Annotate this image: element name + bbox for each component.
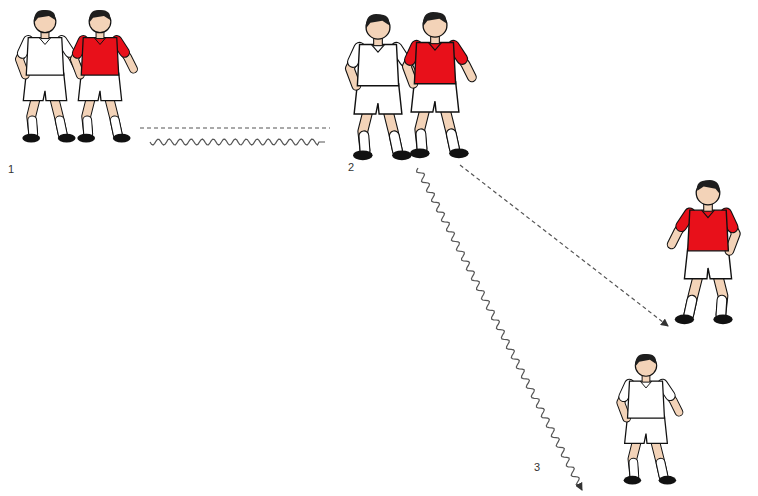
pass-line <box>140 127 330 128</box>
dribble-line <box>417 168 582 490</box>
player-figure <box>407 12 472 158</box>
figure-part <box>60 120 63 134</box>
figure-part <box>31 97 36 135</box>
figure-part <box>697 180 720 194</box>
figure-part <box>117 42 134 70</box>
figure-part <box>364 136 365 151</box>
player-figure <box>19 10 78 143</box>
player-figure <box>672 180 736 324</box>
figure-part <box>366 14 389 28</box>
figure-part <box>58 134 76 143</box>
figure-part <box>628 381 665 418</box>
figure-part <box>388 110 398 151</box>
figure-part <box>661 463 664 477</box>
figure-part <box>26 38 63 75</box>
figure-part <box>87 120 88 134</box>
callout-number: 2 <box>348 162 354 173</box>
figure-part <box>354 84 402 114</box>
figure-part <box>411 82 459 112</box>
figure-part <box>713 315 732 325</box>
figure-part <box>394 136 397 151</box>
figure-part <box>672 214 690 244</box>
figure-part <box>363 110 368 151</box>
figure-part <box>689 274 699 315</box>
figure-part <box>22 134 40 143</box>
figure-part <box>445 108 455 149</box>
figure-part <box>663 385 680 412</box>
figure-part <box>689 274 699 315</box>
figure-part <box>77 134 95 143</box>
figure-part <box>625 416 668 443</box>
figure-part <box>420 108 425 149</box>
figure-part <box>451 134 454 149</box>
figure-part <box>451 134 454 149</box>
figure-part <box>81 38 118 75</box>
figure-part <box>89 10 110 23</box>
figure-part <box>32 120 33 134</box>
figure-part <box>423 12 446 26</box>
figure-part <box>60 120 63 134</box>
figure-part <box>689 300 692 315</box>
figure-part <box>86 97 91 135</box>
figure-part <box>115 120 118 134</box>
figure-part <box>672 214 690 244</box>
figure-part <box>689 300 692 315</box>
figure-part <box>632 439 637 476</box>
figure-part <box>109 97 118 135</box>
figure-part <box>54 97 63 135</box>
figure-part <box>632 439 637 476</box>
player-figure <box>74 10 133 143</box>
figure-part <box>87 120 88 134</box>
figure-part <box>414 43 455 84</box>
figure-part <box>78 73 121 101</box>
figure-part <box>32 120 33 134</box>
dribble-line <box>150 139 325 145</box>
figure-part <box>624 476 641 485</box>
figure-part <box>364 136 365 151</box>
figure-part <box>86 97 91 135</box>
figure-part <box>421 134 422 149</box>
player-figure <box>350 14 415 160</box>
figure-part <box>661 463 664 477</box>
figure-part <box>54 97 63 135</box>
figure-part <box>684 249 731 279</box>
figure-part <box>113 134 131 143</box>
figure-part <box>655 439 664 476</box>
figure-part <box>363 110 368 151</box>
figure-part <box>635 354 656 367</box>
figure-part <box>718 274 723 315</box>
figure-part <box>449 148 469 158</box>
figure-part <box>655 439 664 476</box>
figure-part <box>675 315 694 325</box>
figure-part <box>357 45 398 86</box>
figure-part <box>721 300 722 315</box>
figure-part <box>34 10 55 23</box>
figure-part <box>421 134 422 149</box>
figure-part <box>630 463 639 477</box>
callout-number: 3 <box>534 462 540 473</box>
player-figure <box>621 354 679 485</box>
figure-part <box>23 73 66 101</box>
figure-part <box>629 463 640 477</box>
figure-part <box>109 97 118 135</box>
figure-part <box>117 42 134 70</box>
figure-part <box>445 108 455 149</box>
callout-number: 1 <box>8 164 14 175</box>
figure-part <box>31 97 36 135</box>
pass-line <box>460 165 668 326</box>
figure-part <box>392 150 412 160</box>
figure-part <box>420 108 425 149</box>
figure-part <box>388 110 398 151</box>
figure-part <box>688 210 729 251</box>
figure-part <box>394 136 397 151</box>
figure-part <box>721 300 722 315</box>
figure-part <box>659 476 676 485</box>
figure-part <box>663 385 680 412</box>
figure-part <box>115 120 118 134</box>
figure-part <box>718 274 723 315</box>
figure-part <box>353 150 373 160</box>
figure-part <box>410 148 430 158</box>
